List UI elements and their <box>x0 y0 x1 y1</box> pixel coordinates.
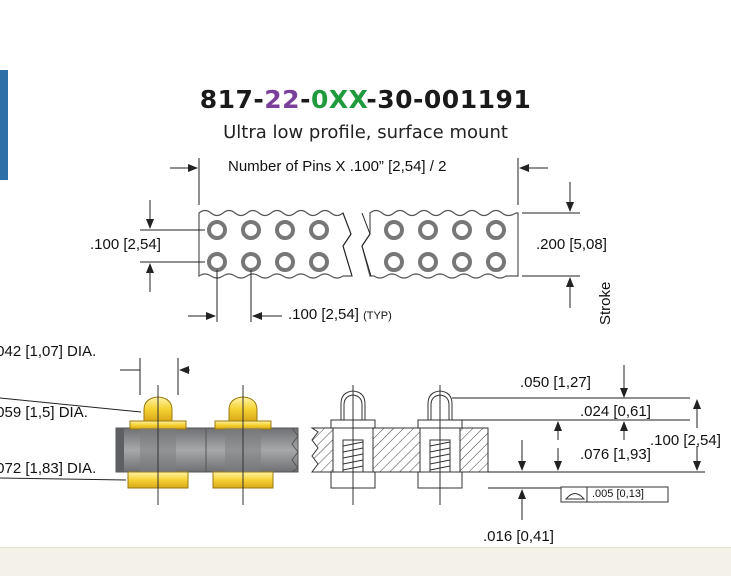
part-number-title: 817-22-0XX-30-001191 <box>199 85 532 114</box>
dim-016-label: .016 [0,41] <box>483 528 554 545</box>
variant-code: 0XX <box>310 85 367 114</box>
stroke-label: Stroke <box>597 281 614 325</box>
flatness-box <box>560 486 669 503</box>
dim-024-label: .024 [0,61] <box>580 403 651 420</box>
profile-symbol-icon <box>564 493 586 500</box>
pin-pitch-label: .100 [2,54] (TYP) <box>288 306 392 323</box>
footer-bar <box>0 547 731 576</box>
subtitle: Ultra low profile, surface mount <box>223 122 508 143</box>
length-label: Number of Pins X .100” [2,54] / 2 <box>228 158 447 175</box>
dia-label-3: .072 [1,83] DIA. <box>0 460 97 477</box>
flatness-label: .005 [0,13] <box>592 488 644 500</box>
side-view-colored <box>0 358 299 505</box>
pins-code: 22 <box>264 85 301 114</box>
side-view-section <box>310 365 705 520</box>
dia-label-1: .042 [1,07] DIA. <box>0 343 97 360</box>
top-view <box>140 158 580 322</box>
dia-label-2: .059 [1,5] DIA. <box>0 404 88 421</box>
dim-076-label: .076 [1,93] <box>580 446 651 463</box>
dim-050-label: .050 [1,27] <box>520 374 591 391</box>
row-pitch-label: .100 [2,54] <box>90 236 161 253</box>
pin-holes <box>207 220 506 272</box>
dim-100-label: .100 [2,54] <box>650 432 721 449</box>
accent-stripe <box>0 70 8 180</box>
width-label: .200 [5,08] <box>536 236 607 253</box>
